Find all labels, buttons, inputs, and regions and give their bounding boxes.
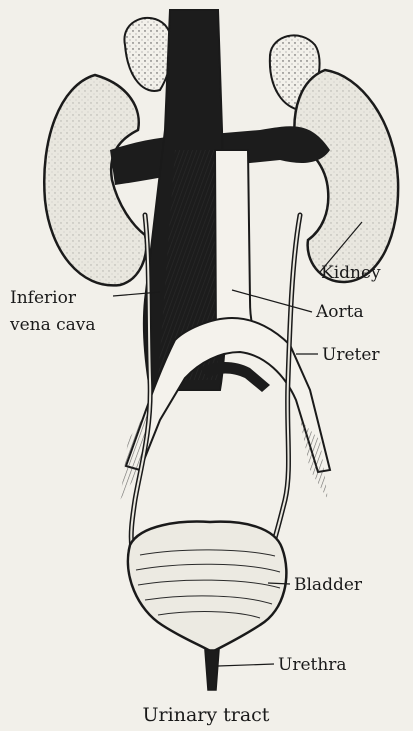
left-adrenal-gland	[124, 18, 172, 91]
bladder	[128, 522, 286, 652]
urethra-label: Urethra	[278, 655, 347, 675]
aorta-label: Aorta	[315, 302, 364, 322]
kidney-label: Kidney	[321, 263, 381, 283]
diagram-caption: Urinary tract	[143, 704, 270, 726]
bladder-label: Bladder	[294, 575, 363, 595]
ureter-label: Ureter	[322, 345, 380, 365]
inferior-vena-cava-label-line1: Inferior	[10, 288, 77, 308]
urethra-leader-line	[218, 664, 274, 666]
inferior-vena-cava-label-line2: vena cava	[9, 315, 96, 335]
urethra	[205, 650, 219, 690]
right-kidney-texture	[294, 70, 398, 282]
